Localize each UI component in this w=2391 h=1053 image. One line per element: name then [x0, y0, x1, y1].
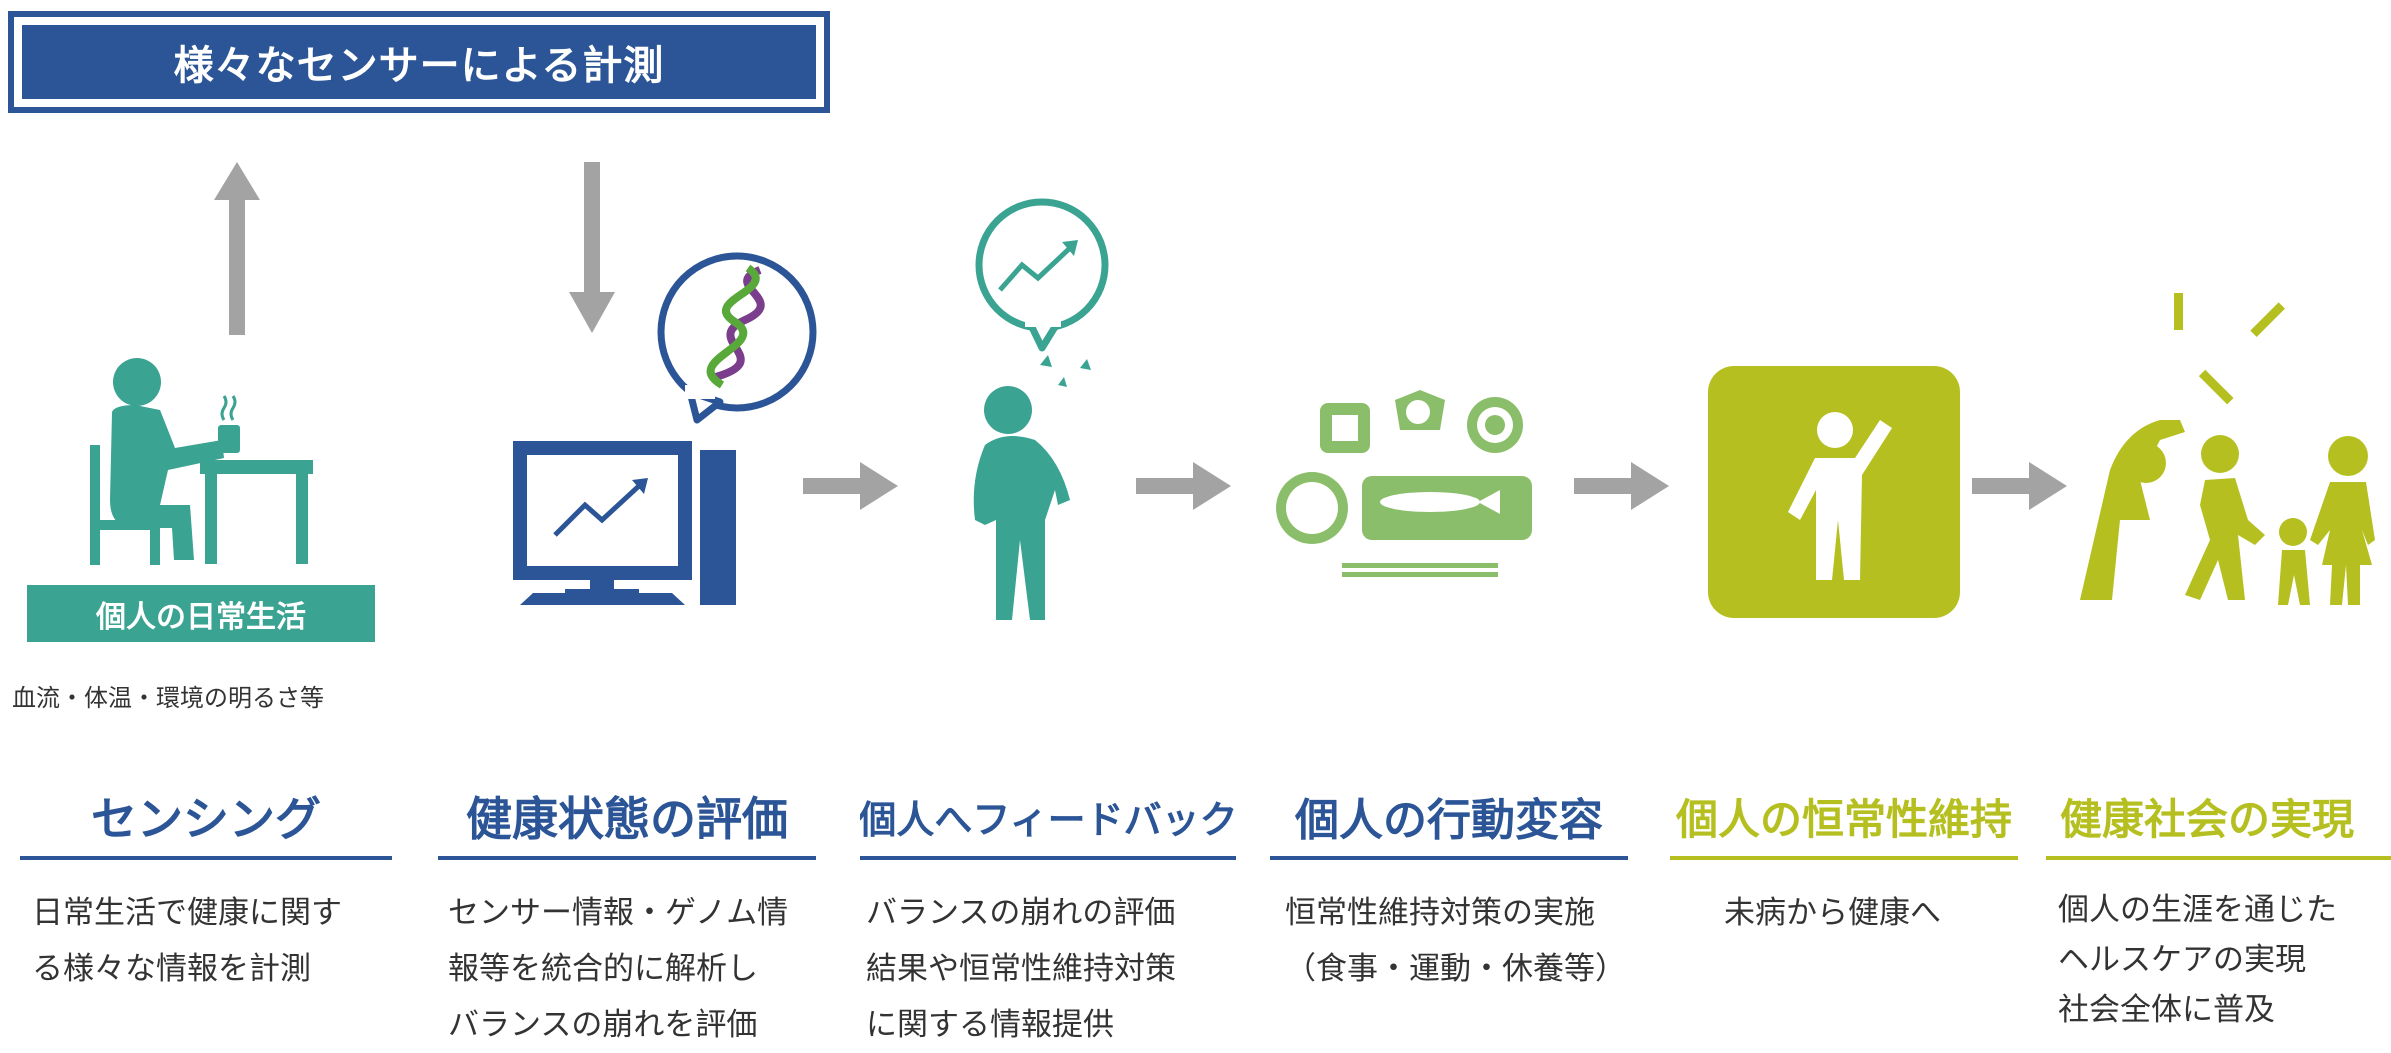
stage-title-behavior-change: 個人の行動変容 [1270, 776, 1628, 860]
meal-icon [1276, 390, 1532, 577]
banner-title: 様々なセンサーによる計測 [22, 25, 816, 99]
computer-monitor-icon [513, 441, 736, 605]
stage-title-homeostasis: 個人の恒常性維持 [1670, 776, 2018, 860]
sensor-measurement-banner: 様々なセンサーによる計測 [8, 11, 830, 113]
family-exercise-icon [2080, 293, 2375, 605]
stage-title-sensing: センシング [20, 776, 392, 860]
unwell-person-icon [973, 355, 1091, 620]
process-illustration [90, 162, 2375, 620]
trend-chart-icon [975, 198, 1109, 352]
stage-desc-healthy-society: 個人の生涯を通じた ヘルスケアの実現 社会全体に普及 [2058, 892, 2337, 1028]
stage-title-healthy-society: 健康社会の実現 [2046, 776, 2391, 860]
daily-life-label: 個人の日常生活 [27, 585, 375, 642]
stage-desc-feedback: バランスの崩れの評価 結果や恒常性維持対策 に関する情報提供 [866, 895, 1176, 1043]
flow-arrow-icon [803, 462, 2067, 510]
dna-speech-bubble-icon [657, 252, 817, 424]
stage-title-feedback: 個人へフィードバック [860, 776, 1236, 860]
stage-desc-evaluation: センサー情報・ゲノム情 報等を統合的に解析し バランスの崩れを評価 [448, 895, 789, 1043]
stage-title-evaluation: 健康状態の評価 [438, 776, 816, 860]
healthy-person-icon [1708, 366, 1960, 618]
stage-desc-homeostasis: 未病から健康へ [1724, 895, 1941, 931]
measurement-examples-note: 血流・体温・環境の明るさ等 [12, 684, 324, 712]
up-arrow-icon [214, 162, 260, 335]
stage-desc-sensing: 日常生活で健康に関す る様々な情報を計測 [32, 895, 342, 987]
down-arrow-icon [569, 162, 615, 333]
stage-desc-behavior-change: 恒常性維持対策の実施 （食事・運動・休養等） [1285, 895, 1626, 987]
person-at-desk-icon [90, 358, 313, 565]
